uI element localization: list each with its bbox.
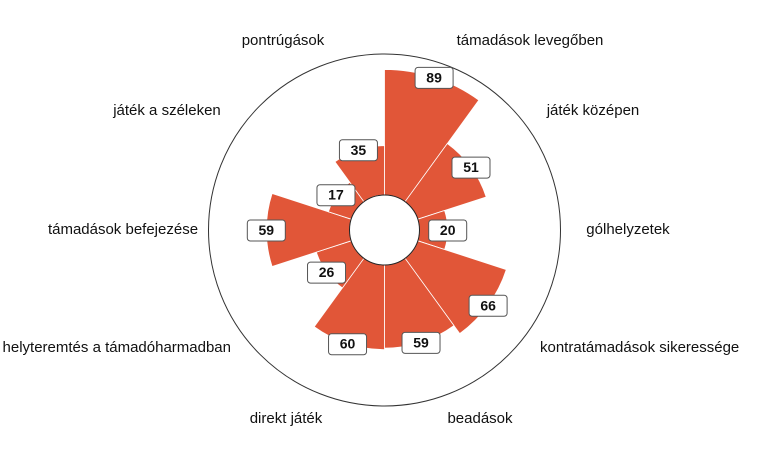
- category-label: gólhelyzetek: [586, 221, 670, 238]
- value-label-box: [428, 219, 468, 242]
- value-label-box: [338, 139, 378, 162]
- outer-circle: [208, 53, 561, 407]
- category-label: támadások befejezése: [48, 221, 198, 238]
- category-label: pontrúgások: [242, 32, 325, 49]
- value-label-text: 51: [463, 159, 479, 175]
- value-label-text: 59: [259, 222, 275, 238]
- value-label: 20: [428, 219, 468, 242]
- value-label-text: 66: [480, 297, 496, 313]
- value-label-text: 60: [340, 336, 356, 352]
- value-label-box: [414, 66, 454, 89]
- value-label-box: [328, 333, 368, 356]
- value-label-box: [468, 294, 508, 317]
- category-label: beadások: [447, 410, 513, 427]
- value-label: 17: [316, 184, 356, 207]
- value-label-box: [246, 219, 286, 242]
- value-label: 89: [414, 66, 454, 89]
- value-label-text: 20: [440, 222, 456, 238]
- value-label-box: [401, 331, 441, 354]
- value-label-text: 89: [426, 69, 442, 85]
- value-label-text: 26: [319, 264, 335, 280]
- category-label: kontratámadások sikeressége: [540, 339, 739, 356]
- category-label: játék középen: [546, 102, 640, 119]
- category-label: támadások levegőben: [457, 32, 604, 49]
- value-label-text: 59: [413, 334, 429, 350]
- value-label-box: [307, 261, 347, 284]
- value-label: 59: [246, 219, 286, 242]
- category-label: helyteremtés a támadóharmadban: [3, 339, 231, 356]
- value-label-box: [316, 184, 356, 207]
- value-label-box: [451, 156, 491, 179]
- inner-hole: [349, 194, 420, 266]
- value-label-text: 17: [328, 187, 344, 203]
- value-label-text: 35: [351, 142, 367, 158]
- category-label: játék a széleken: [112, 102, 221, 119]
- value-label: 60: [328, 333, 368, 356]
- value-label: 66: [468, 294, 508, 317]
- value-label: 59: [401, 331, 441, 354]
- category-label: direkt játék: [250, 410, 323, 427]
- value-label: 35: [338, 139, 378, 162]
- value-label: 26: [307, 261, 347, 284]
- value-label: 51: [451, 156, 491, 179]
